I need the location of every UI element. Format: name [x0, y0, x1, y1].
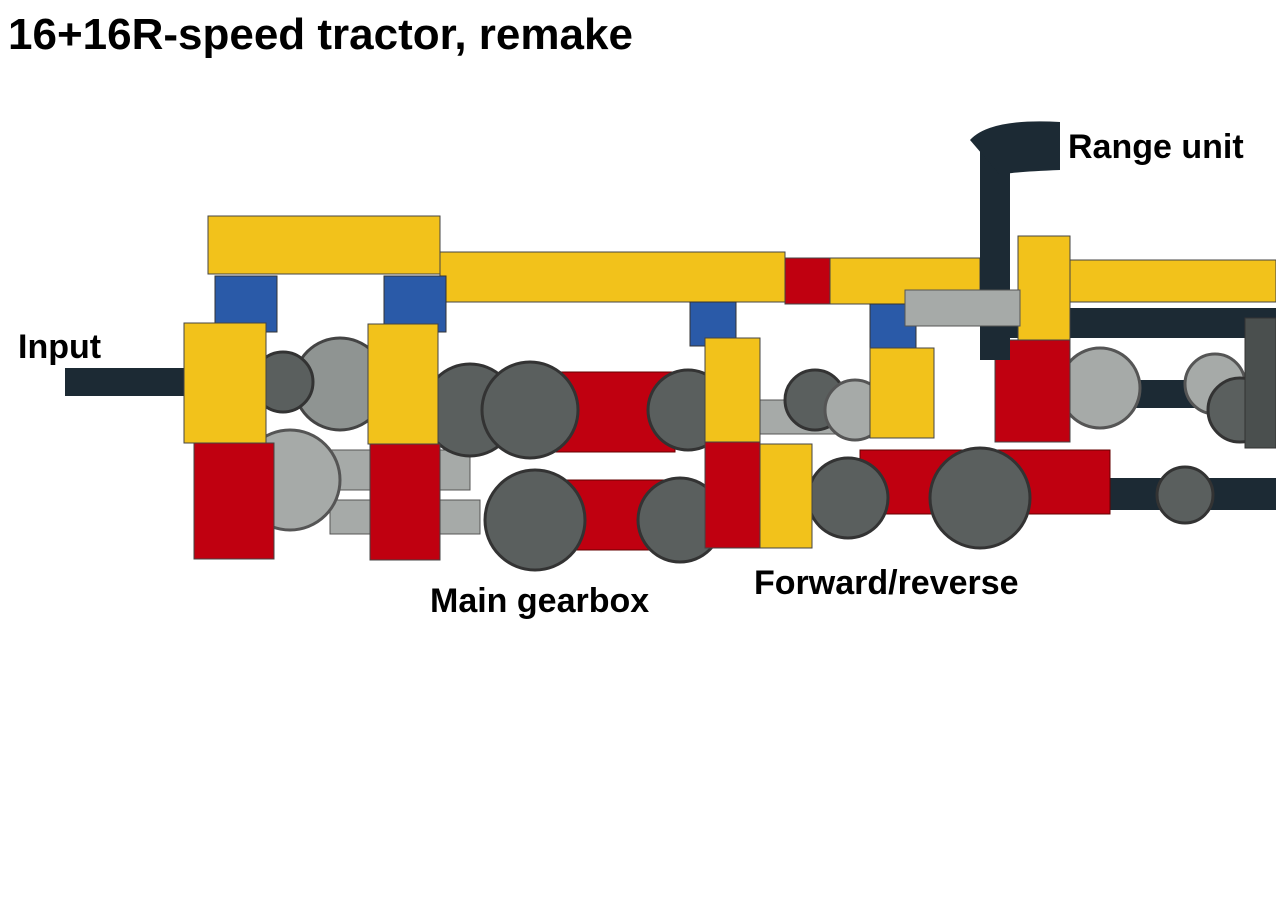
input-label: Input: [18, 328, 102, 366]
top-beam-red: [784, 257, 831, 305]
gear: [928, 446, 1032, 550]
gear: [480, 360, 580, 460]
range-unit-label: Range unit: [1068, 128, 1244, 166]
range-shift-lever: [980, 150, 1010, 360]
yellow-brick: [704, 337, 761, 443]
red-brick: [193, 442, 275, 560]
gear: [483, 468, 587, 572]
range-shift-knob: [970, 121, 1060, 175]
input-axle: [65, 368, 200, 396]
shift-link: [904, 289, 1021, 327]
blue-support: [383, 275, 447, 333]
gear: [806, 456, 890, 540]
top-beam-long: [439, 251, 786, 303]
top-beam-short: [207, 215, 441, 275]
forward-reverse-label: Forward/reverse: [754, 564, 1019, 602]
yellow-brick: [367, 323, 439, 445]
gear: [1058, 346, 1142, 430]
top-beam-right: [1067, 259, 1276, 303]
yellow-brick: [869, 347, 935, 439]
diagram-title: 16+16R-speed tractor, remake: [8, 10, 633, 59]
red-brick: [704, 441, 761, 549]
gear: [1155, 465, 1215, 525]
red-brick: [369, 443, 441, 561]
frame-part: [1244, 317, 1276, 449]
yellow-brick: [1017, 235, 1071, 341]
main-gearbox-label: Main gearbox: [430, 582, 650, 620]
yellow-brick: [759, 443, 813, 549]
yellow-brick: [183, 322, 267, 444]
